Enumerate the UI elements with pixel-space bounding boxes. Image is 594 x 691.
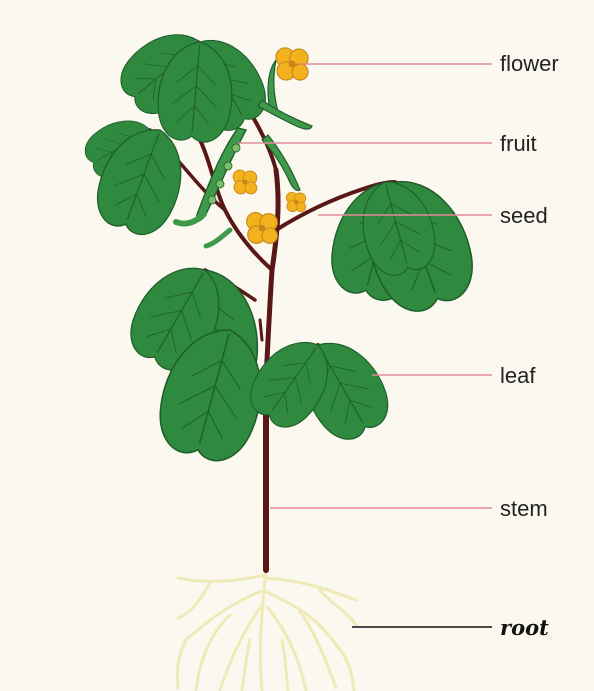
label-root: root xyxy=(500,617,549,638)
label-flower: flower xyxy=(500,53,559,75)
label-fruit: fruit xyxy=(500,133,537,155)
label-seed: seed xyxy=(500,205,548,227)
root-system xyxy=(177,568,356,690)
label-leaf: leaf xyxy=(500,365,535,387)
label-stem: stem xyxy=(500,498,548,520)
leaves xyxy=(78,17,485,469)
